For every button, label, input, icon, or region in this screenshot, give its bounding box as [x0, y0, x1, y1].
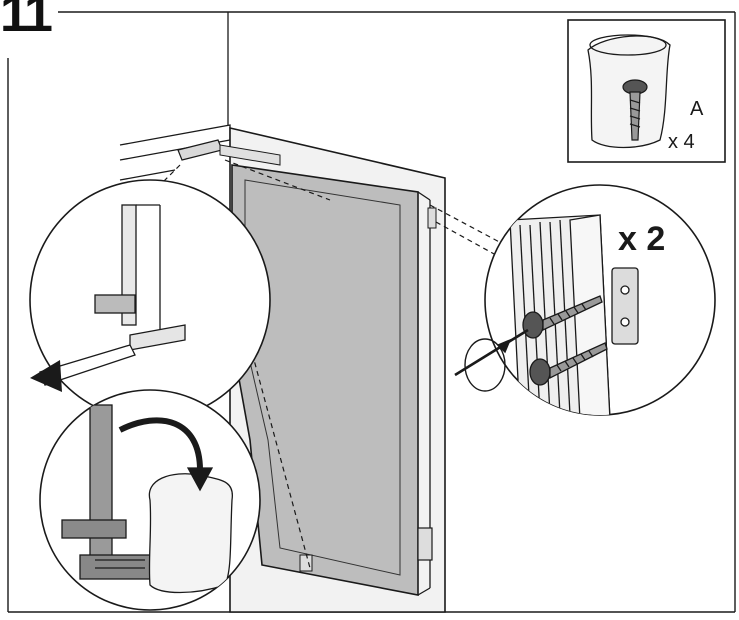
- step-number: 11: [0, 0, 53, 43]
- top-hinge: [177, 139, 223, 161]
- rotation-arrow-icon: [464, 338, 506, 392]
- screwdriver-icon: [454, 328, 529, 392]
- side-bracket: [417, 527, 433, 561]
- bottom-bracket: [299, 554, 313, 572]
- part-screw-icon: [622, 79, 648, 141]
- parts-inset: A x 4: [567, 19, 726, 163]
- curved-arrow-icon: [118, 417, 203, 471]
- hinge-cover-magnifier: [29, 179, 271, 421]
- screw-multiplier: x 2: [618, 220, 665, 258]
- part-quantity: x 4: [668, 131, 695, 153]
- cover-storage-magnifier: [39, 389, 261, 611]
- pull-arrow-icon: [30, 344, 136, 392]
- hinge-bracket-icon: [611, 267, 639, 345]
- cabinet-outline: [119, 12, 231, 181]
- part-letter: A: [690, 98, 704, 120]
- screw-detail-magnifier: x 2: [484, 184, 716, 416]
- leader-lines: [119, 159, 506, 569]
